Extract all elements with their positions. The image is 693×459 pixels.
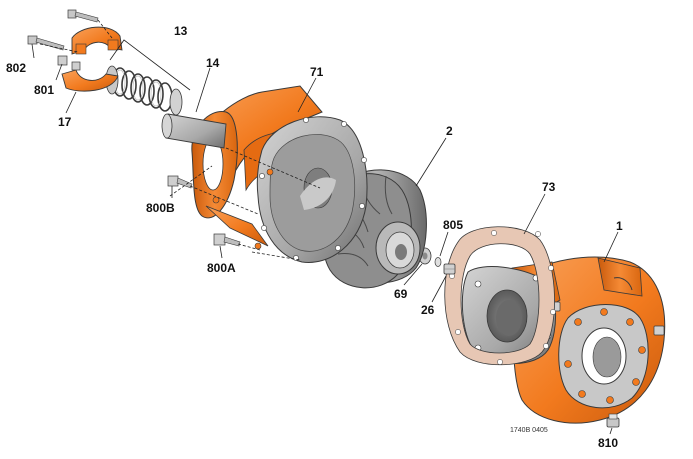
gasket-part-73 xyxy=(444,226,556,366)
adapter-bracket-arm-lower xyxy=(205,205,269,247)
label-71: 71 xyxy=(310,65,324,79)
gland-lower-half xyxy=(61,69,119,92)
label-805: 805 xyxy=(443,218,463,232)
gasket-ring xyxy=(444,226,555,366)
label-1: 1 xyxy=(616,219,623,233)
label-801: 801 xyxy=(34,83,54,97)
stud-802-shank xyxy=(35,37,65,51)
capscrew-part-800a xyxy=(213,233,241,247)
nut-801-b xyxy=(71,61,81,71)
casing-suction-bore-inner xyxy=(496,300,522,336)
adapter-bolt-holes xyxy=(259,117,367,261)
impeller-nut-part-26 xyxy=(443,263,456,275)
label-802: 802 xyxy=(6,61,26,75)
plug-part-810 xyxy=(606,413,620,428)
plug-810-hex xyxy=(608,413,618,420)
washer-part-805 xyxy=(434,257,442,267)
nut-801 xyxy=(57,55,68,66)
capscrew-800a-shank xyxy=(223,236,241,247)
adapter-plate-shade xyxy=(300,177,336,210)
label-14: 14 xyxy=(206,56,220,70)
plug-810-body xyxy=(606,417,620,428)
label-73: 73 xyxy=(542,180,556,194)
casing-flange-bolt-holes xyxy=(564,308,646,404)
casing-rear-bore-step xyxy=(592,336,622,378)
mechanical-seal-part-13 xyxy=(105,65,183,116)
callout-labels: 802 801 17 13 14 71 800B 800A 2 805 69 2… xyxy=(6,24,623,450)
label-69: 69 xyxy=(394,287,408,301)
seal-spring-coils xyxy=(112,67,173,112)
capscrew-800a-head xyxy=(213,233,226,246)
label-2: 2 xyxy=(446,124,453,138)
stud-801-shank xyxy=(74,11,99,23)
label-13: 13 xyxy=(174,24,188,38)
seal-face xyxy=(169,88,183,116)
label-800b: 800B xyxy=(146,201,175,215)
shaft-sleeve-part-14 xyxy=(161,113,227,149)
adapter-part-71 xyxy=(191,85,368,263)
label-800a: 800A xyxy=(207,261,236,275)
label-810: 810 xyxy=(598,436,618,450)
gland-part-17 xyxy=(61,26,123,92)
gland-bolt-boss-left xyxy=(75,43,87,55)
casing-discharge-pipe xyxy=(597,257,643,297)
drawing-number: 1740B 0405 xyxy=(510,427,548,434)
capscrew-800b-head xyxy=(167,175,179,187)
assembly-centerlines xyxy=(39,19,321,261)
gasket-holes xyxy=(449,230,556,365)
label-26: 26 xyxy=(421,303,435,317)
capscrew-800b-shank xyxy=(176,177,193,189)
leader-lines xyxy=(31,39,619,435)
capscrew-part-800b xyxy=(167,175,193,189)
shaft-sleeve-end xyxy=(161,113,173,139)
stud-801-hex xyxy=(67,9,77,19)
casing-vent-tube xyxy=(613,277,633,291)
impeller-hub xyxy=(395,244,407,260)
stud-802-hex xyxy=(27,35,38,45)
stud-part-802 xyxy=(27,35,65,51)
stud-part-801 xyxy=(57,9,99,71)
casing-part-1 xyxy=(461,256,666,424)
gland-bolt-boss-right xyxy=(107,39,119,51)
label-17: 17 xyxy=(58,115,72,129)
